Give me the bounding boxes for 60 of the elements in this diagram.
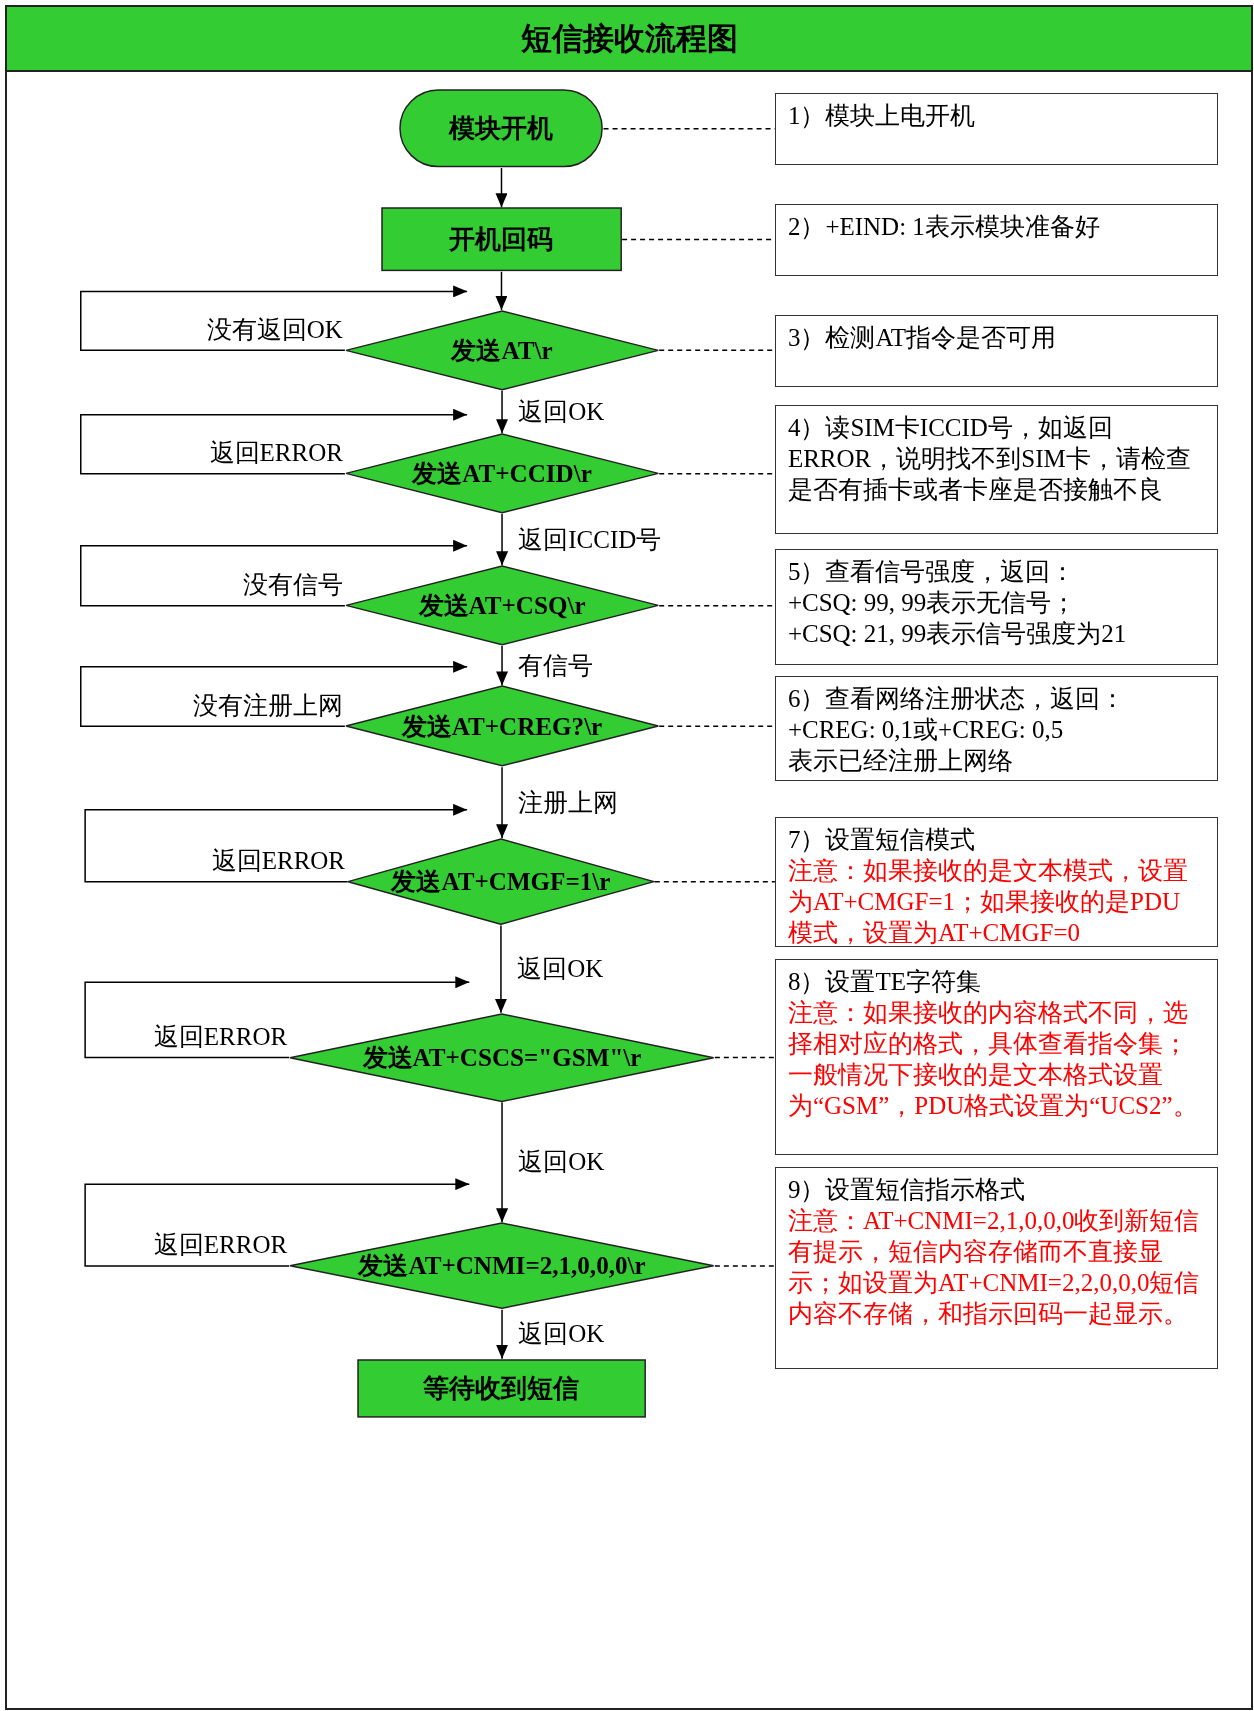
arrow xyxy=(496,389,509,435)
note-detail-text: 注意：AT+CNMI=2,1,0,0,0收到新短信有提示，短信内容存储而不直接显示；如设置为AT+CNMI=2,2,0,0,0短信内容不存储，和指示回码一起显示。 xyxy=(787,1205,1201,1329)
note-box xyxy=(774,1166,1218,1369)
note-detail-text: +CSQ: 99, 99表示无信号； xyxy=(787,587,1078,618)
note-detail-text: +CSQ: 21, 99表示信号强度为21 xyxy=(787,618,1128,649)
leader-line xyxy=(714,1265,776,1267)
loop-arrow xyxy=(84,1178,471,1267)
note-box xyxy=(774,959,1218,1155)
note-detail-text: +CREG: 0,1或+CREG: 0,5 xyxy=(787,714,1065,745)
edge-label: 返回OK xyxy=(516,398,607,426)
note-text: 6）查看网络注册状态，返回： xyxy=(787,683,1127,714)
note-text: 4）读SIM卡ICCID号，如返回ERROR，说明找不到SIM卡，请检查是否有插卡或者卡座是否接触不良 xyxy=(787,412,1192,505)
note-detail-text: 表示已经注册上网络 xyxy=(787,745,1014,776)
arrow xyxy=(496,1101,509,1224)
loop-arrow xyxy=(80,285,468,352)
start-terminal: 模块开机 xyxy=(399,89,604,169)
edge-label: 返回ERROR xyxy=(207,438,345,467)
arrow xyxy=(496,645,509,687)
decision-diamond: 发送AT+CREG?\r xyxy=(344,685,660,768)
note-box xyxy=(774,404,1218,534)
arrow xyxy=(494,924,507,1014)
title-bar: 短信接收流程图 xyxy=(5,5,1253,72)
note-detail-text: 注意：如果接收的内容格式不同，选择相对应的格式，具体查看指令集；一般情况下接收的是文本格式设置为“GSM”，PDU格式设置为“UCS2”。 xyxy=(787,998,1199,1122)
process-box: 等待收到短信 xyxy=(356,1358,647,1418)
process-box: 开机回码 xyxy=(380,207,623,272)
note-box xyxy=(774,817,1218,948)
note-box xyxy=(774,675,1218,782)
arrow xyxy=(496,766,509,839)
arrow xyxy=(495,271,508,311)
leader-line xyxy=(714,1056,776,1059)
note-box xyxy=(774,548,1218,665)
edge-label: 没有返回OK xyxy=(204,315,345,344)
note-box xyxy=(774,204,1218,277)
note-box xyxy=(774,315,1218,388)
edge-label: 没有信号 xyxy=(240,570,345,599)
note-text: 1）模块上电开机 xyxy=(787,100,977,131)
loop-arrow xyxy=(80,660,468,728)
decision-diamond: 发送AT\r xyxy=(344,309,660,391)
arrow xyxy=(496,1308,509,1360)
note-detail-text: 注意：如果接收的是文本模式，设置为AT+CMGF=1；如果接收的是PDU模式，设置为AT+CMGF=0 xyxy=(787,856,1189,949)
decision-diamond: 发送AT+CMGF=1\r xyxy=(347,838,655,926)
loop-arrow xyxy=(80,408,468,475)
arrow xyxy=(496,513,509,567)
note-text: 2）+EIND: 1表示模块准备好 xyxy=(787,212,1101,243)
loop-arrow xyxy=(84,976,471,1059)
edge-label: 返回ERROR xyxy=(151,1022,290,1051)
note-box xyxy=(774,92,1218,165)
decision-diamond: 发送AT+CCID\r xyxy=(344,433,660,514)
decision-diamond: 发送AT+CNMI=2,1,0,0,0\r xyxy=(289,1222,715,1310)
note-text: 7）设置短信模式 xyxy=(787,825,977,856)
loop-arrow xyxy=(84,803,468,883)
note-text: 9）设置短信指示格式 xyxy=(787,1174,1027,1205)
note-text: 8）设置TE字符集 xyxy=(787,967,982,998)
note-text: 3）检测AT指令是否可用 xyxy=(787,323,1057,354)
arrow xyxy=(495,167,508,209)
leader-line xyxy=(654,881,776,883)
decision-diamond: 发送AT+CSQ\r xyxy=(344,565,660,647)
note-text: 5）查看信号强度，返回： xyxy=(787,556,1077,587)
loop-arrow xyxy=(80,539,468,607)
decision-diamond: 发送AT+CSCS="GSM"\r xyxy=(289,1012,715,1103)
